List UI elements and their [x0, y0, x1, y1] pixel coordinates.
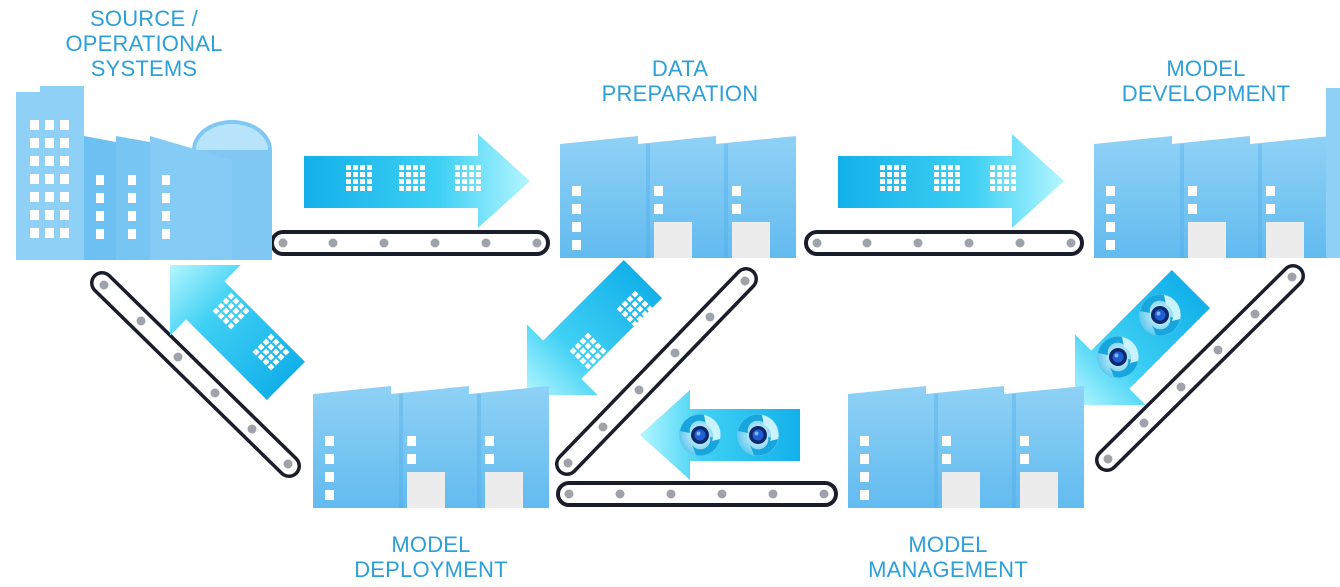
model-gear-icon	[1097, 336, 1139, 378]
model-flow-arrow-management-to-deployment	[640, 390, 800, 480]
model-management-factory-icon	[848, 386, 1084, 508]
label-line: SYSTEMS	[90, 56, 198, 81]
data-preparation-factory-icon	[560, 136, 796, 258]
data-flow-arrow-prep-to-dev	[838, 134, 1064, 228]
conveyor-belt-management-to-deployment	[556, 481, 838, 507]
label-line: OPERATIONAL	[65, 31, 223, 56]
label-line: MANAGEMENT	[868, 557, 1028, 582]
model-deployment-factory-icon	[313, 386, 549, 508]
label-line: MODEL	[1166, 56, 1246, 81]
model-gear-icon	[737, 414, 779, 456]
label-line: PREPARATION	[601, 81, 759, 106]
label-line: MODEL	[908, 532, 988, 557]
label-line: SOURCE /	[90, 6, 198, 31]
model-development-tower	[1326, 88, 1340, 258]
label-line: MODEL	[391, 532, 471, 557]
model-gear-icon	[679, 414, 721, 456]
conveyor-belt-deployment-to-source	[90, 271, 301, 478]
label-model-deployment: MODEL DEPLOYMENT	[313, 532, 549, 582]
label-source-operational-systems: SOURCE / OPERATIONAL SYSTEMS	[44, 6, 244, 81]
conveyor-belt-prep-to-dev	[804, 230, 1084, 256]
data-flow-arrow-prep-to-deployment	[526, 259, 663, 396]
label-line: DEVELOPMENT	[1121, 81, 1291, 106]
conveyor-belt-dev-to-management	[1095, 264, 1305, 472]
model-gear-icon	[1139, 294, 1181, 336]
label-line: DEPLOYMENT	[354, 557, 508, 582]
label-data-preparation: DATA PREPARATION	[560, 56, 800, 106]
label-line: DATA	[651, 56, 709, 81]
label-model-development: MODEL DEVELOPMENT	[1094, 56, 1318, 106]
conveyor-belt-source-to-prep	[270, 230, 550, 256]
source-systems-building	[16, 86, 272, 260]
conveyor-belt-prep-to-deployment	[555, 267, 758, 476]
model-development-factory-icon	[1094, 136, 1330, 258]
label-model-management: MODEL MANAGEMENT	[830, 532, 1066, 582]
data-flow-arrow-source-to-prep	[304, 134, 530, 228]
